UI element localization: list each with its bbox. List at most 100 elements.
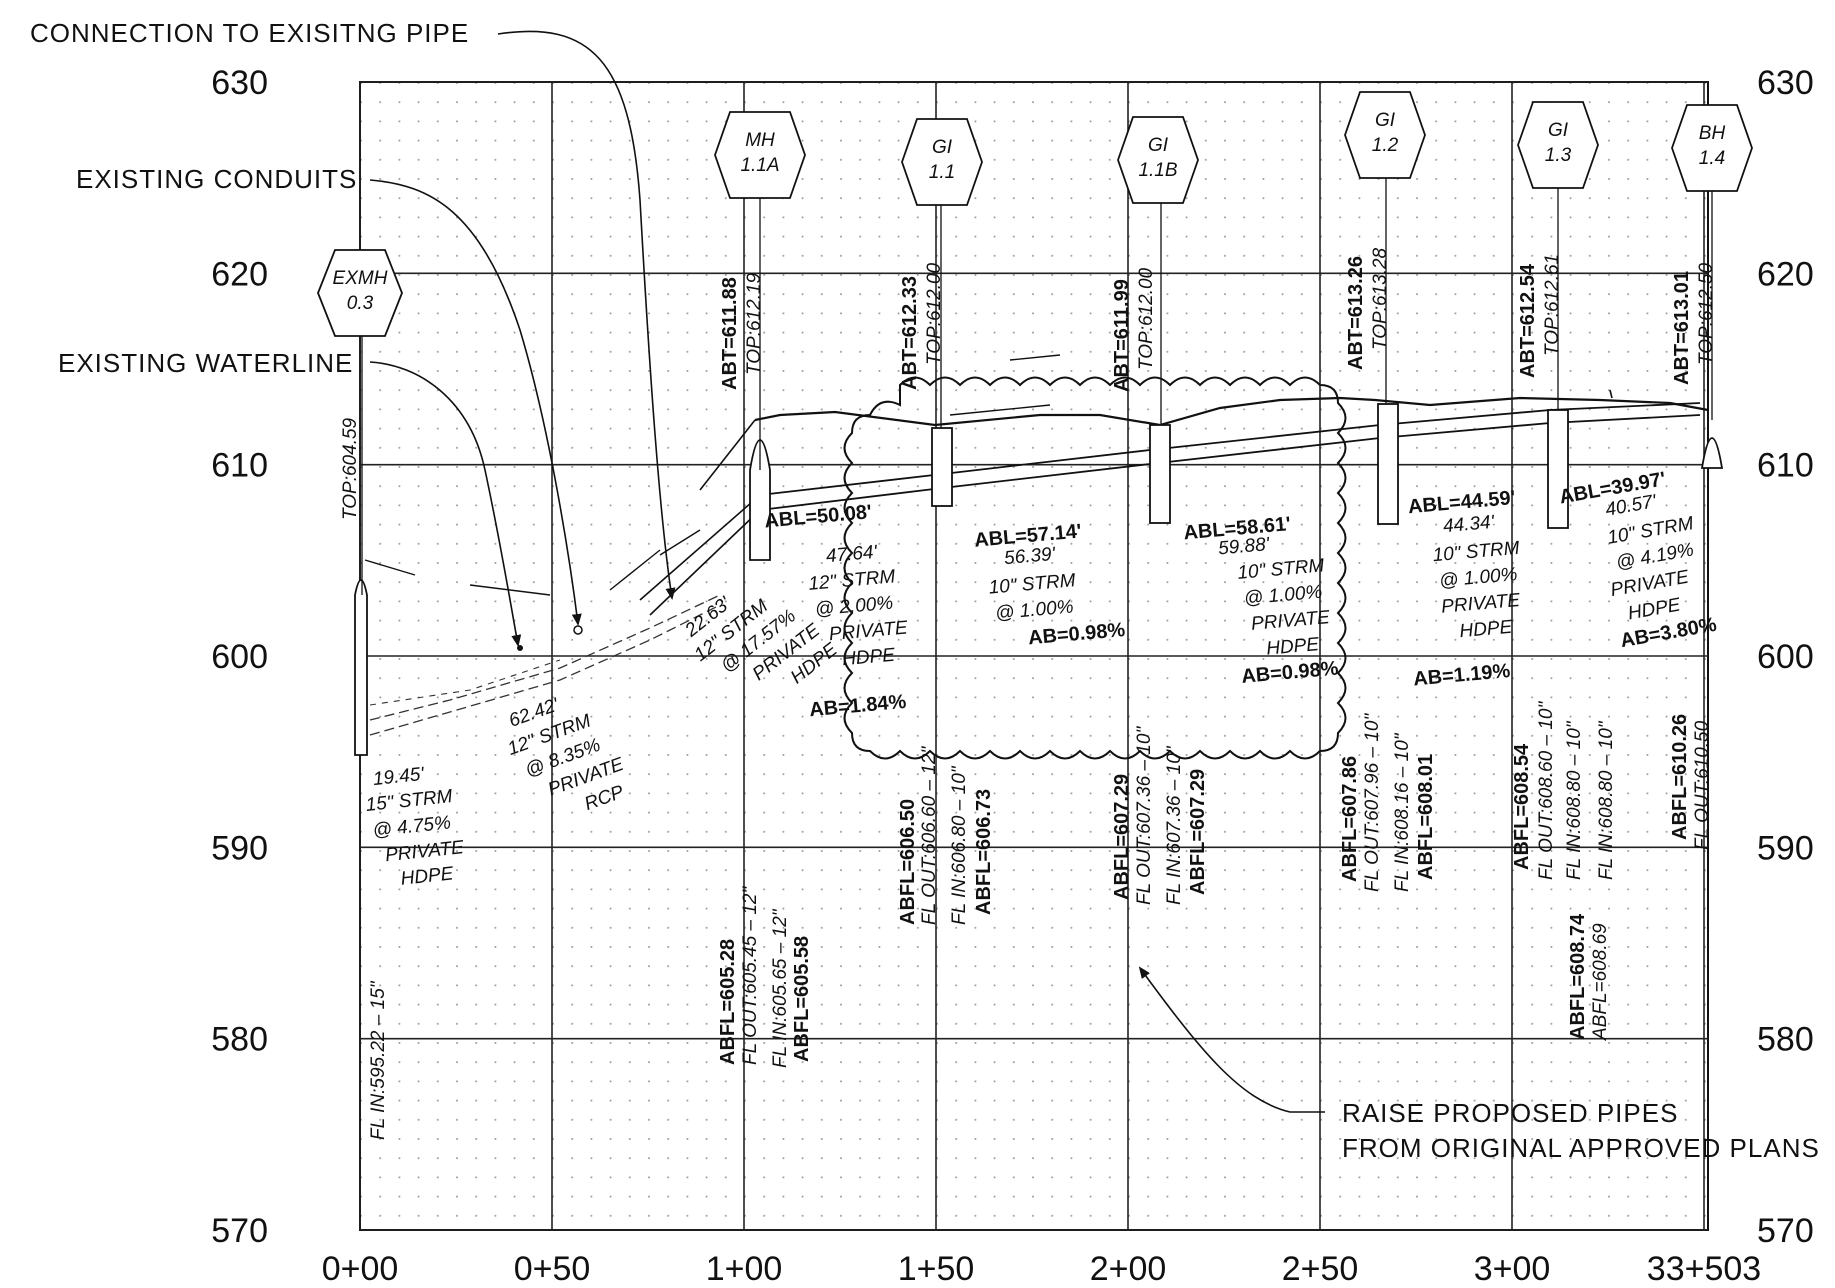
note-connection: CONNECTION TO EXISITNG PIPE	[30, 18, 469, 48]
structure-vertical-labels: TOP:604.59 FL IN:595.22 – 15" ABT=611.88…	[340, 247, 1717, 1140]
p7-material: HDPE	[1459, 617, 1514, 643]
station-label: 2+50	[1282, 1250, 1359, 1288]
existing-line-d	[364, 559, 416, 576]
gi12-abt: ABT=613.26	[1345, 256, 1367, 370]
gi13-abfl-3: ABFL=608.69	[1590, 923, 1611, 1041]
elevation-label-left: 600	[211, 638, 268, 676]
gi11b-fl-out: FL OUT:607.36 – 10"	[1134, 726, 1155, 905]
revision-cloud	[843, 376, 1347, 760]
mh11a-fl-in: FL IN:605.65 – 12"	[770, 908, 791, 1068]
gi12-abfl: ABFL=607.86	[1339, 756, 1361, 882]
ground-surface-line	[754, 396, 1709, 427]
elevation-label-left: 580	[211, 1021, 268, 1059]
ground-dash-3	[1609, 389, 1613, 399]
drawing-notes: CONNECTION TO EXISITNG PIPE EXISTING CON…	[30, 18, 1820, 1163]
gi12-fl-in: FL IN:608.16 – 10"	[1392, 732, 1413, 892]
conduit-marker	[573, 625, 583, 635]
tag-gi11b	[1117, 116, 1199, 204]
tag-gi12-line2: 1.2	[1372, 135, 1399, 156]
grid-lines	[359, 81, 1708, 1231]
bh14-abt: ABT=613.01	[1671, 271, 1693, 385]
p6-length: 59.88'	[1217, 534, 1271, 559]
note-waterline: EXISTING WATERLINE	[58, 348, 353, 378]
gi11b-abt: ABT=611.99	[1111, 279, 1133, 392]
gi13-abt: ABT=612.54	[1517, 263, 1539, 378]
station-label: 2+00	[1090, 1250, 1167, 1288]
tag-gi11	[901, 118, 983, 206]
gi11-top: TOP:612.00	[924, 262, 945, 365]
gi13-fl-out: FL OUT:608.60 – 10"	[1536, 701, 1557, 880]
existing-line-a	[609, 549, 661, 591]
tag-gi11-line2: 1.1	[929, 162, 955, 183]
p4-length: 47.64'	[825, 542, 879, 567]
proposed-pipe-bottom	[759, 414, 1701, 511]
p4-material: HDPE	[841, 645, 896, 671]
station-label: 3+00	[1474, 1250, 1551, 1288]
structure-tags	[317, 91, 1753, 337]
tag-mh11a-line1: MH	[745, 130, 775, 151]
note-raise-1: RAISE PROPOSED PIPES	[1342, 1098, 1678, 1128]
ground-dash-2	[1009, 354, 1061, 361]
mh11a-fl-out: FL OUT:605.45 – 12"	[740, 886, 761, 1065]
tag-mh11a-line2: 1.1A	[740, 155, 779, 176]
structure-bodies	[354, 403, 1724, 756]
gi13-abfl-2: ABFL=608.74	[1567, 913, 1589, 1040]
elevation-label-right: 610	[1757, 447, 1814, 485]
gi11-fl-out: FL OUT:606.60 – 12"	[919, 746, 940, 925]
tag-exmh	[317, 249, 403, 337]
ground-dash-1	[949, 404, 1051, 416]
gi13-fl-in-2: FL IN:608.80 – 10"	[1596, 720, 1617, 880]
tag-gi12-line1: GI	[1375, 110, 1396, 131]
gi13-top: TOP:612.61	[1542, 254, 1563, 356]
gi11-abfl-2: ABFL=606.73	[973, 789, 995, 915]
bh14-top: TOP:612.50	[1696, 262, 1717, 365]
gi12-top: TOP:613.28	[1370, 247, 1391, 350]
elevation-label-left: 620	[211, 255, 268, 293]
elevation-label-right: 620	[1757, 255, 1814, 293]
bh14-fl-out: FL OUT:610.50	[1692, 720, 1713, 850]
tag-gi13-line1: GI	[1548, 120, 1569, 141]
tag-gi11b-line1: GI	[1148, 135, 1169, 156]
ground-surface-line-2	[699, 419, 756, 491]
tag-bh14-line1: BH	[1699, 123, 1726, 144]
station-label: 33+503	[1647, 1250, 1761, 1288]
structure-tag-labels: EXMH 0.3 MH 1.1A GI 1.1 GI 1.1B GI 1.2 G…	[333, 110, 1726, 314]
elevation-label-right: 600	[1757, 638, 1814, 676]
station-label: 1+50	[898, 1250, 975, 1288]
tag-gi11-line1: GI	[932, 137, 953, 158]
exmh-fl-in: FL IN:595.22 – 15"	[368, 980, 389, 1140]
waterline-marker	[517, 645, 523, 651]
elevation-label-left: 570	[211, 1212, 268, 1250]
note-leaders	[369, 30, 1325, 1113]
station-label: 0+00	[322, 1250, 399, 1288]
tag-gi12	[1344, 91, 1426, 179]
mh11a-abfl: ABFL=605.28	[717, 939, 739, 1065]
elevation-label-right: 630	[1757, 64, 1814, 102]
note-conduits: EXISTING CONDUITS	[76, 164, 357, 194]
gi13-abfl: ABFL=608.54	[1511, 743, 1533, 870]
gi11b-top: TOP:612.00	[1136, 267, 1157, 370]
proposed-pipe-steep-top	[639, 494, 761, 601]
p5-length: 56.39'	[1003, 544, 1057, 569]
p7-length: 44.34'	[1442, 512, 1496, 537]
gi13-fl-in: FL IN:608.80 – 10"	[1564, 720, 1585, 880]
gi12-fl-out: FL OUT:607.96 – 10"	[1362, 713, 1383, 892]
mh11a-top: TOP:612.19	[744, 272, 765, 375]
tag-exmh-line1: EXMH	[333, 268, 388, 289]
elevation-label-right: 580	[1757, 1021, 1814, 1059]
elevation-label-left: 610	[211, 447, 268, 485]
gi11-abfl: ABFL=606.50	[897, 799, 919, 925]
p6-material: HDPE	[1265, 634, 1320, 660]
gi11b-abfl-2: ABFL=607.29	[1187, 769, 1209, 895]
tag-exmh-line2: 0.3	[347, 293, 374, 314]
existing-pipe-1	[369, 594, 721, 721]
gi12-abfl-2: ABFL=608.01	[1415, 754, 1437, 880]
gi11b-fl-in: FL IN:607.36 – 10"	[1164, 745, 1185, 905]
note-raise-2: FROM ORIGINAL APPROVED PLANS	[1342, 1133, 1820, 1163]
gi11-abt: ABT=612.33	[899, 276, 921, 390]
pipe-p2-label: 62.42' 12" STRM @ 8.35% PRIVATE RCP	[505, 694, 627, 815]
